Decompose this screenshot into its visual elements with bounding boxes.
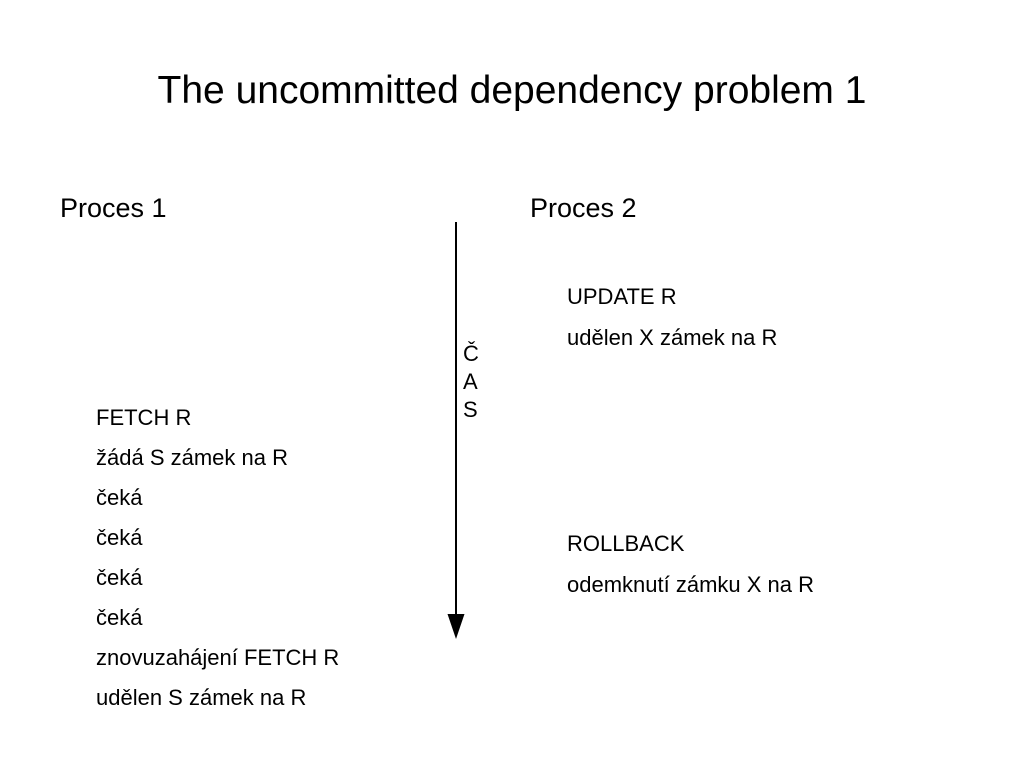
column-heading-process-1: Proces 1 (60, 193, 167, 223)
process-2-update-block: UPDATE R udělen X zámek na R (567, 276, 777, 358)
list-item: ROLLBACK (567, 531, 685, 556)
list-item: žádá S zámek na R (96, 445, 288, 470)
time-axis-arrow-down-icon (447, 216, 467, 646)
list-item: odemknutí zámku X na R (567, 572, 815, 597)
list-item: čeká (96, 565, 143, 590)
page-title: The uncommitted dependency problem 1 (157, 69, 867, 112)
time-axis-label-letter-2: A (463, 369, 478, 394)
list-item: udělen S zámek na R (96, 685, 307, 710)
time-axis-label-letter-1: Č (463, 341, 479, 366)
process-1-step-list: FETCH R žádá S zámek na R čeká čeká čeká… (96, 398, 339, 718)
time-axis-label-letter-3: S (463, 397, 478, 422)
list-item: čeká (96, 485, 143, 510)
list-item: znovuzahájení FETCH R (96, 645, 340, 670)
list-item: UPDATE R (567, 284, 677, 309)
list-item: udělen X zámek na R (567, 325, 778, 350)
list-item: čeká (96, 525, 143, 550)
list-item: čeká (96, 605, 143, 630)
column-heading-process-2: Proces 2 (530, 193, 637, 223)
process-2-rollback-block: ROLLBACK odemknutí zámku X na R (567, 523, 814, 605)
time-axis-label: Č A S (463, 340, 489, 424)
list-item: FETCH R (96, 405, 192, 430)
